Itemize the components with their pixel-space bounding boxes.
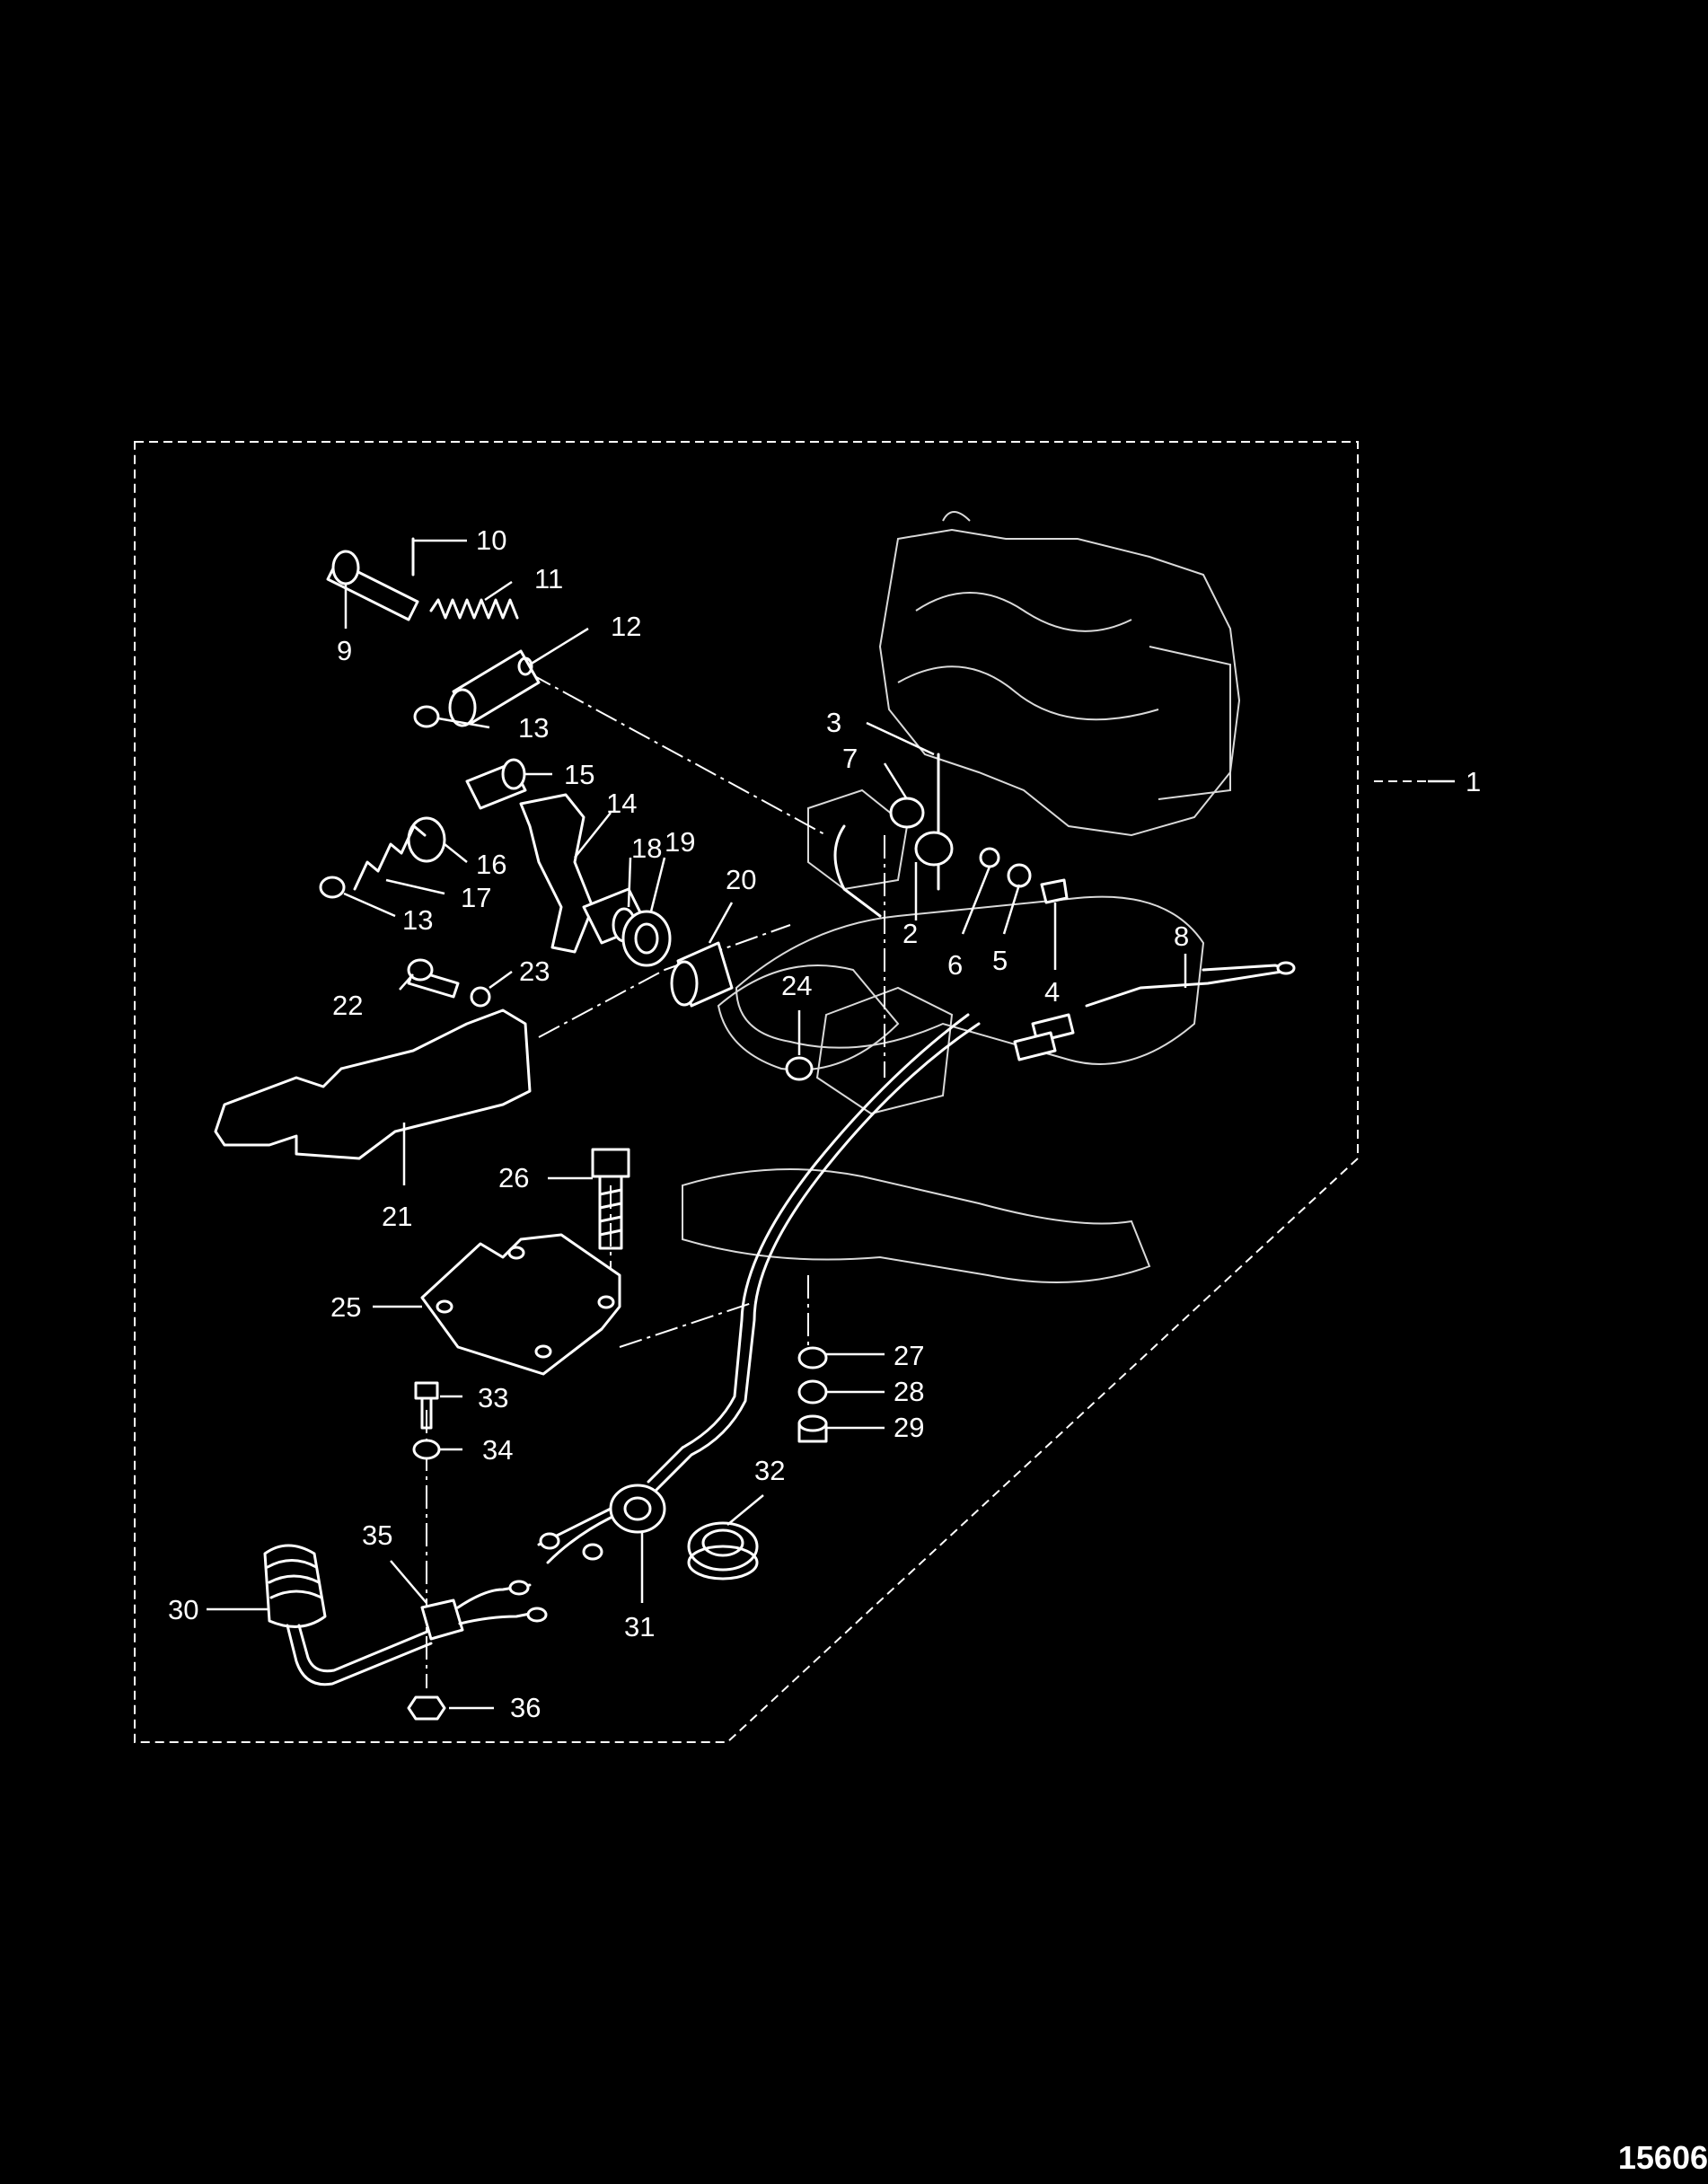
callout-6: 6	[947, 949, 963, 981]
part-washers-nut	[797, 1346, 828, 1443]
callout-28: 28	[894, 1376, 924, 1407]
leader-lines	[207, 539, 1455, 1710]
part-bolt-26	[591, 1148, 630, 1250]
part-nut-36	[407, 1695, 446, 1721]
part-clevis-pin	[326, 550, 419, 621]
part-clamp	[420, 1580, 548, 1641]
part-main-cable	[654, 1022, 981, 1493]
part-seal-ring	[687, 1521, 759, 1581]
part-bolt-washer	[407, 958, 491, 1008]
callout-16: 16	[476, 849, 506, 880]
part-clevis-barrel	[448, 649, 541, 727]
callout-11: 11	[534, 563, 563, 594]
callout-34: 34	[482, 1434, 513, 1466]
callout-35: 35	[362, 1519, 392, 1551]
part-washer-upper	[413, 705, 440, 728]
part-nut-24	[785, 1056, 814, 1081]
callout-22: 22	[332, 990, 363, 1021]
assembly-boundary	[134, 441, 1359, 1743]
callout-33: 33	[478, 1382, 508, 1413]
callout-3: 3	[826, 707, 841, 738]
callout-10: 10	[476, 524, 506, 556]
callout-26: 26	[498, 1162, 529, 1193]
callout-17: 17	[461, 882, 491, 913]
callout-15: 15	[564, 759, 594, 790]
part-bolt-33-washer-34	[412, 1381, 441, 1460]
part-wire-harness	[1013, 961, 1296, 1061]
callout-36: 36	[510, 1692, 541, 1723]
callout-9: 9	[337, 635, 352, 666]
callout-23: 23	[519, 956, 550, 987]
callout-14: 14	[606, 788, 637, 819]
callout-25: 25	[330, 1291, 361, 1323]
callout-32: 32	[754, 1455, 785, 1486]
engine-block	[682, 511, 1241, 1283]
callout-18: 18	[631, 832, 662, 864]
callout-labels: 1 2 3 4 5 6 7 8 9 10 11 12 13 13 14 15 1…	[168, 524, 1481, 1723]
part-bushing-washer-sleeve	[612, 907, 734, 1008]
callout-19: 19	[665, 826, 695, 858]
callout-20: 20	[726, 864, 756, 895]
callout-31: 31	[624, 1611, 655, 1642]
callout-24: 24	[781, 970, 812, 1001]
callout-29: 29	[894, 1412, 924, 1443]
callout-2: 2	[902, 918, 918, 949]
part-mounting-plate	[420, 1233, 621, 1376]
callout-30: 30	[168, 1594, 198, 1625]
callout-5: 5	[992, 945, 1008, 976]
callout-21: 21	[382, 1201, 412, 1232]
callout-13-lower: 13	[402, 904, 433, 936]
part-spring	[429, 598, 519, 620]
callout-4: 4	[1044, 976, 1060, 1008]
part-grommet-connector	[537, 1484, 666, 1564]
callout-8: 8	[1174, 920, 1189, 952]
callout-27: 27	[894, 1340, 924, 1371]
callout-1: 1	[1466, 766, 1481, 797]
part-trim-sender	[263, 1544, 433, 1686]
part-bracket	[214, 1008, 532, 1160]
callout-12: 12	[611, 611, 641, 642]
callout-13-upper: 13	[518, 712, 549, 744]
callout-7: 7	[842, 743, 858, 774]
part-shift-link	[833, 753, 1069, 918]
figure-number: 15606	[1617, 2139, 1708, 2176]
part-pin-spacer-spring	[319, 758, 527, 899]
